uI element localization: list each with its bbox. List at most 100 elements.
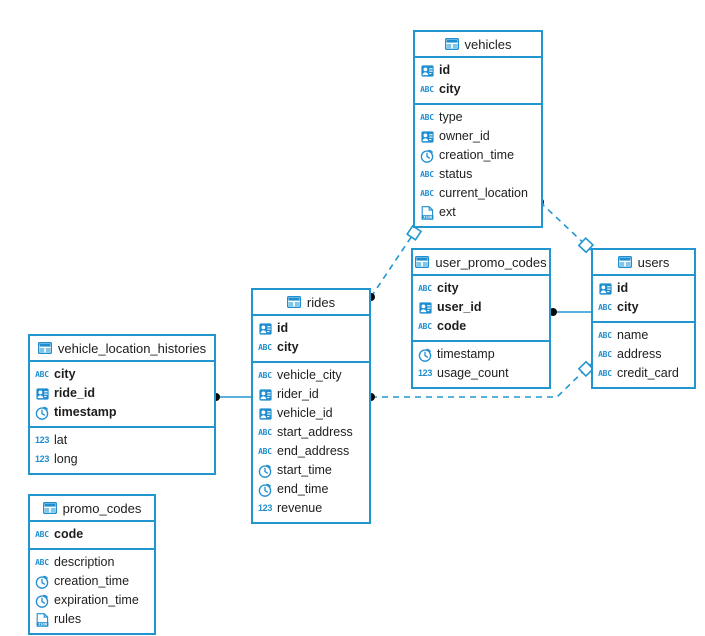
abc-string-icon: ABC (598, 302, 612, 312)
column-name: user_id (437, 300, 482, 315)
column-row[interactable]: vehicle_id (253, 404, 369, 423)
column-name: start_time (277, 463, 332, 478)
column-name: vehicle_id (277, 406, 333, 421)
table-header-vehicle_location_histories[interactable]: vehicle_location_histories (30, 336, 214, 362)
table-title: user_promo_codes (435, 254, 547, 270)
abc-string-icon: ABC (598, 368, 612, 378)
clock-icon (35, 594, 49, 608)
column-row[interactable]: creation_time (30, 572, 154, 591)
table-title: rides (306, 294, 336, 310)
column-row[interactable]: user_id (413, 298, 549, 317)
abc-string-icon: ABC (258, 446, 272, 456)
table-title: vehicles (464, 36, 512, 52)
table-header-users[interactable]: users (593, 250, 694, 276)
column-name: end_time (277, 482, 329, 497)
abc-string-icon: ABC (598, 330, 612, 340)
column-row[interactable]: expiration_time (30, 591, 154, 610)
uuid-badge-icon (258, 407, 272, 421)
column-row[interactable]: owner_id (415, 127, 541, 146)
uuid-badge-icon (420, 64, 434, 78)
column-name: timestamp (437, 347, 495, 362)
column-name: ride_id (54, 386, 95, 401)
abc-string-icon: ABC (420, 112, 434, 122)
column-row[interactable]: end_time (253, 480, 369, 499)
column-name: lat (54, 433, 68, 448)
column-name: city (277, 340, 299, 355)
column-row[interactable]: id (253, 319, 369, 338)
column-name: vehicle_city (277, 368, 342, 383)
table-icon (617, 255, 632, 269)
123-number-icon: 123 (34, 435, 50, 445)
abc-string-icon: ABC (35, 557, 49, 567)
column-name: id (277, 321, 289, 336)
abc-string-icon: ABC (258, 342, 272, 352)
column-name: id (439, 63, 451, 78)
column-name: city (54, 367, 76, 382)
json-icon: JSON (420, 205, 434, 220)
column-name: revenue (277, 501, 323, 516)
table-title: vehicle_location_histories (57, 340, 207, 356)
column-row[interactable]: ABC status (415, 165, 541, 184)
uuid-badge-icon (598, 282, 612, 296)
table-icon (42, 501, 57, 515)
column-name: expiration_time (54, 593, 139, 608)
column-row[interactable]: ABC city (30, 365, 214, 384)
table-header-user_promo_codes[interactable]: user_promo_codes (413, 250, 549, 276)
table-header-rides[interactable]: rides (253, 290, 369, 316)
svg-text:JSON: JSON (37, 621, 47, 626)
relationship-line-rel-vehicles-users[interactable] (539, 201, 592, 251)
column-row[interactable]: rider_id (253, 385, 369, 404)
column-row[interactable]: creation_time (415, 146, 541, 165)
abc-string-icon: ABC (420, 169, 434, 179)
column-name: owner_id (439, 129, 490, 144)
abc-string-icon: ABC (35, 369, 49, 379)
abc-string-icon: ABC (418, 321, 432, 331)
table-icon (286, 295, 301, 309)
column-row[interactable]: timestamp (413, 345, 549, 364)
column-row[interactable]: id (593, 279, 694, 298)
abc-string-icon: ABC (598, 349, 612, 359)
table-header-promo_codes[interactable]: promo_codes (30, 496, 154, 522)
abc-string-icon: ABC (420, 188, 434, 198)
clock-icon (420, 149, 434, 163)
table-header-vehicles[interactable]: vehicles (415, 32, 541, 58)
column-row[interactable]: timestamp (30, 403, 214, 422)
column-name: start_address (277, 425, 353, 440)
column-row[interactable]: id (415, 61, 541, 80)
column-row[interactable]: ride_id (30, 384, 214, 403)
column-row[interactable]: ABC city (253, 338, 369, 357)
column-row[interactable]: start_time (253, 461, 369, 480)
column-name: status (439, 167, 473, 182)
column-row[interactable]: 123 lat (30, 431, 214, 450)
123-number-icon: 123 (34, 454, 50, 464)
